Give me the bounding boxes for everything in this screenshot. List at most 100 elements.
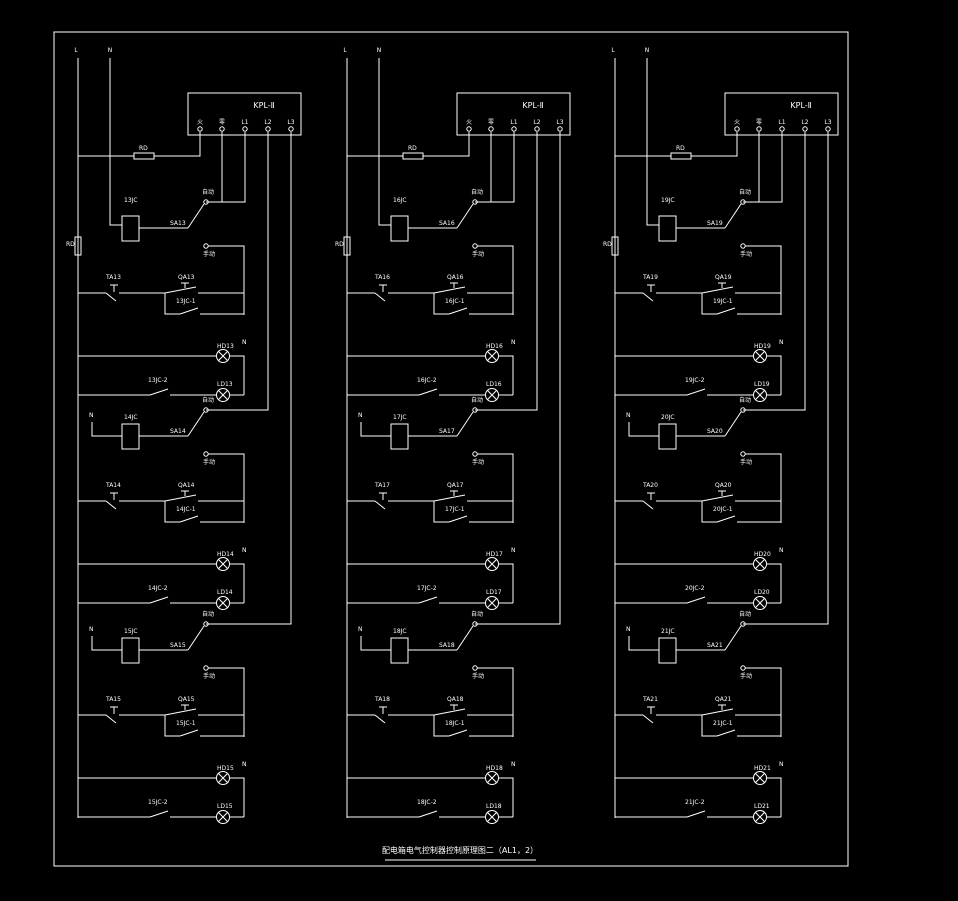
terminal-label: L2 (533, 119, 540, 126)
selector-label: SA13 (170, 220, 186, 227)
stop-button-label: TA19 (642, 274, 658, 281)
stop-contact (642, 500, 654, 510)
neutral-label: N (511, 761, 516, 768)
manual-label: 手动 (740, 458, 752, 466)
lamp-cross (218, 351, 228, 361)
terminal-label: L1 (778, 119, 785, 126)
nc-contact (418, 388, 438, 396)
selector-manual-dot (203, 665, 209, 671)
wire (433, 501, 449, 523)
terminal-dot (825, 126, 831, 132)
nc-contact-label: 19JC-2 (685, 377, 705, 384)
auto-label: 自动 (471, 188, 483, 196)
lamp-cross (218, 559, 228, 569)
nc-contact (686, 596, 706, 604)
stop-contact (642, 292, 654, 302)
lamp-cross (755, 812, 765, 822)
bus-N (109, 58, 122, 226)
auto-label: 自动 (202, 610, 214, 618)
terminal-label: 零 (756, 119, 762, 126)
ld-label: LD17 (486, 589, 502, 596)
hold-contact (716, 307, 736, 315)
neutral-label: N (242, 547, 247, 554)
hold-contact-label: 15JC-1 (176, 720, 196, 727)
wire-L2 (477, 132, 538, 411)
bus-label-N: N (377, 47, 382, 54)
wire (164, 715, 180, 737)
lamp-cross (755, 390, 765, 400)
wire (767, 563, 782, 603)
stop-contact (105, 500, 117, 510)
indicator-lamp-hd (216, 557, 230, 571)
terminal-dot (242, 126, 248, 132)
stop-contact (642, 714, 654, 724)
hold-contact-label: 16JC-1 (445, 298, 465, 305)
manual-label: 手动 (740, 250, 752, 258)
manual-label: 手动 (740, 672, 752, 680)
selector-blade (456, 411, 474, 437)
hold-contact-label: 20JC-1 (713, 506, 733, 513)
fuse-label: RD (676, 145, 685, 152)
terminal-dot (288, 126, 294, 132)
start-button-label: QA15 (178, 696, 195, 703)
terminal-dot (466, 126, 472, 132)
nc-contact-label: 20JC-2 (685, 585, 705, 592)
hd-label: HD16 (486, 343, 503, 350)
hold-contact (448, 729, 468, 737)
selector-label: SA21 (707, 642, 723, 649)
terminal-label: 零 (219, 119, 225, 126)
terminal-dot (557, 126, 563, 132)
relay-label: 19JC (661, 197, 675, 204)
selector-blade (187, 625, 205, 651)
relay-coil (390, 637, 409, 664)
indicator-lamp-ld (485, 596, 499, 610)
wire (91, 422, 122, 437)
selector-label: SA20 (707, 428, 723, 435)
controller-label: KPL-Ⅱ (522, 101, 543, 110)
auto-label: 自动 (471, 396, 483, 404)
selector-label: SA18 (439, 642, 455, 649)
start-contact (164, 494, 197, 502)
start-button-label: QA21 (715, 696, 732, 703)
terminal-label: 零 (488, 119, 494, 126)
lamp-cross (487, 812, 497, 822)
selector-blade (456, 203, 474, 229)
wire (745, 453, 782, 523)
wire (208, 245, 245, 315)
fuse-rd (133, 152, 155, 160)
start-button-label: QA17 (447, 482, 464, 489)
wire (745, 667, 782, 737)
relay-label: 16JC (393, 197, 407, 204)
relay-coil (658, 215, 677, 242)
start-contact (433, 708, 466, 716)
hold-contact (448, 515, 468, 523)
hold-contact-label: 18JC-1 (445, 720, 465, 727)
fuse-label: RD (603, 241, 612, 248)
lamp-cross (755, 559, 765, 569)
wire (745, 245, 782, 315)
stop-contact (374, 500, 386, 510)
neutral-label: N (626, 626, 631, 633)
hd-label: HD15 (217, 765, 234, 772)
stop-button-label: TA18 (374, 696, 390, 703)
wire (499, 563, 514, 603)
nc-contact (686, 388, 706, 396)
wire (477, 245, 514, 315)
indicator-lamp-hd (485, 557, 499, 571)
stop-contact (374, 714, 386, 724)
ld-label: LD21 (754, 803, 770, 810)
manual-label: 手动 (472, 250, 484, 258)
neutral-label: N (358, 412, 363, 419)
hold-contact (179, 515, 199, 523)
terminal-dot (779, 126, 785, 132)
neutral-label: N (626, 412, 631, 419)
lamp-cross (487, 390, 497, 400)
stop-contact (105, 714, 117, 724)
ld-label: LD14 (217, 589, 233, 596)
lamp-cross (487, 773, 497, 783)
hd-label: HD18 (486, 765, 503, 772)
nc-contact-label: 16JC-2 (417, 377, 437, 384)
